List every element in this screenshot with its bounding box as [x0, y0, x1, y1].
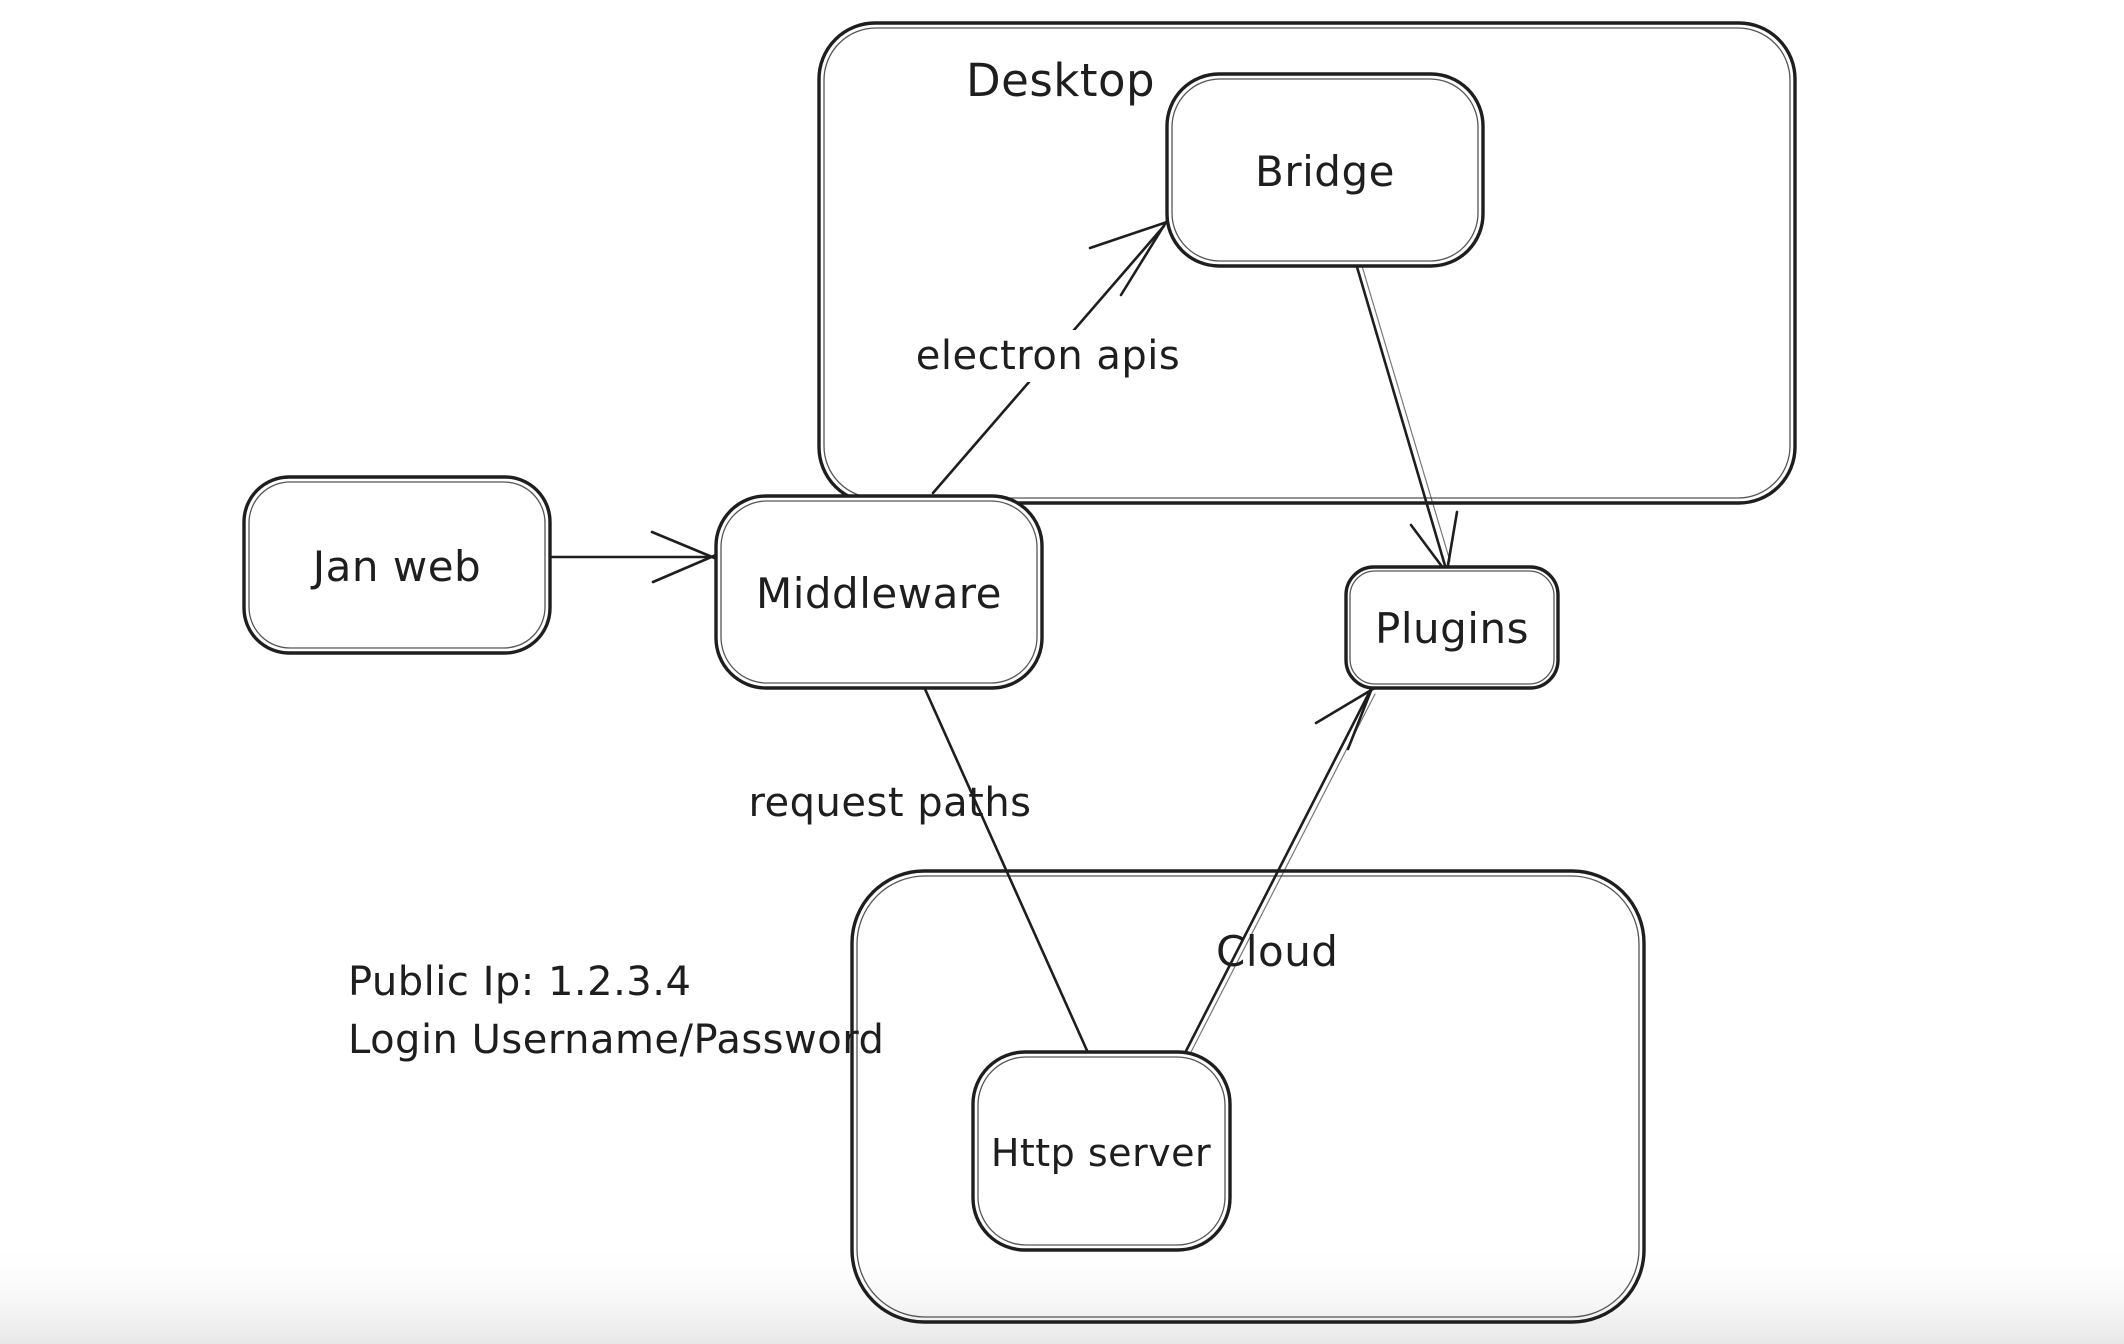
- arrow-shaft: [923, 687, 1091, 1057]
- arrow-shaft-echo: [1361, 265, 1451, 562]
- node-bridge[interactable]: Bridge: [1165, 72, 1485, 268]
- window-bottom-fade: [0, 1240, 2124, 1344]
- node-middleware[interactable]: Middleware: [714, 494, 1044, 690]
- node-outline-echo: [977, 1056, 1226, 1246]
- label-background: [916, 330, 1180, 382]
- node-outline-echo: [720, 500, 1038, 684]
- node-outline-echo: [1349, 570, 1555, 685]
- node-http-server[interactable]: Http server: [971, 1050, 1232, 1252]
- plugins-label: Plugins: [1375, 604, 1529, 653]
- desktop-container[interactable]: Desktop: [817, 21, 1797, 505]
- desktop-container-outline: [817, 21, 1797, 505]
- jan-web-label: Jan web: [310, 542, 481, 591]
- arrow-janweb-to-middleware[interactable]: [550, 530, 719, 584]
- cloud-container-outline-echo: [856, 875, 1640, 1318]
- node-outline: [1165, 72, 1485, 268]
- arrow-shaft: [1355, 265, 1448, 571]
- node-outline: [971, 1050, 1232, 1252]
- node-outline: [714, 494, 1044, 690]
- node-jan-web[interactable]: Jan web: [242, 475, 552, 655]
- desktop-label: Desktop: [966, 54, 1155, 107]
- arrow-shaft-echo: [1189, 693, 1376, 1055]
- http-server-label: Http server: [991, 1131, 1211, 1175]
- cloud-container-outline: [850, 869, 1646, 1324]
- arrowhead-barb: [1314, 684, 1380, 725]
- arrow-middleware-to-httpserver[interactable]: [923, 687, 1091, 1057]
- desktop-container-outline-echo: [823, 27, 1791, 499]
- arrow-bridge-to-plugins[interactable]: [1355, 265, 1459, 579]
- public-ip-note-line: Public Ip: 1.2.3.4: [348, 959, 691, 1005]
- arrowhead-barb: [651, 553, 718, 584]
- electron-apis-label: electron apis: [916, 333, 1180, 379]
- node-outline: [1344, 565, 1560, 690]
- arrowhead-barb: [650, 530, 719, 561]
- request-paths-label: request paths: [748, 780, 1031, 826]
- node-plugins[interactable]: Plugins: [1344, 565, 1560, 690]
- credentials-note[interactable]: Public Ip: 1.2.3.4 Login Username/Passwo…: [348, 959, 884, 1063]
- arrowhead-barb: [1346, 681, 1376, 751]
- arrowhead-barb: [1088, 219, 1172, 250]
- bridge-label: Bridge: [1255, 147, 1395, 196]
- node-outline-echo: [1171, 78, 1479, 262]
- arrowhead-barb: [1119, 217, 1170, 297]
- node-outline-echo: [248, 481, 546, 649]
- middleware-label: Middleware: [756, 569, 1002, 618]
- electron-apis-arrow-label: electron apis: [916, 330, 1180, 382]
- node-outline: [242, 475, 552, 655]
- arrow-shaft: [1184, 687, 1373, 1053]
- arrow-httpserver-to-plugins[interactable]: [1184, 681, 1380, 1055]
- login-note-line: Login Username/Password: [348, 1017, 884, 1063]
